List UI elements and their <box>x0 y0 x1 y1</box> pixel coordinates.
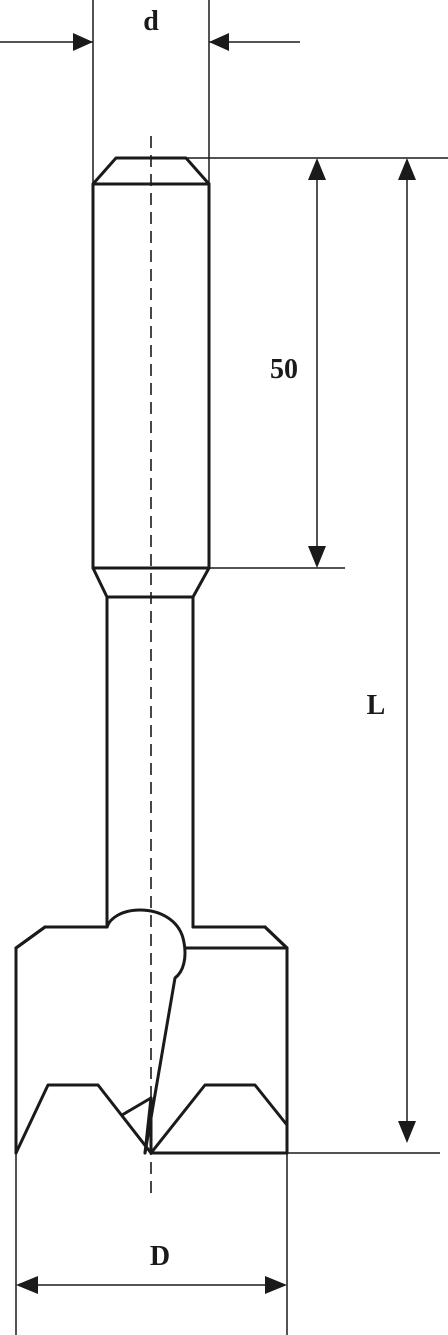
dimension-L: L <box>287 158 440 1154</box>
cutter-head <box>14 908 289 1155</box>
neck <box>105 595 195 929</box>
cutter-shoulder-left <box>14 925 47 950</box>
dimension-50: 50 <box>186 157 448 569</box>
arrow-L-bottom <box>398 1121 416 1143</box>
left-tooth <box>14 1083 153 1155</box>
right-tooth <box>149 1083 289 1155</box>
arrow-L-top <box>398 158 416 180</box>
arrow-D-right <box>265 1276 287 1294</box>
label-50: 50 <box>270 354 298 385</box>
flute-lobe <box>105 908 187 1155</box>
center-spur <box>120 1096 153 1155</box>
dimension-D: D <box>15 1153 288 1335</box>
arrow-50-top <box>308 158 326 180</box>
arrow-d-left <box>73 33 93 51</box>
arrow-D-left <box>16 1276 38 1294</box>
cutter-shoulder-right <box>263 925 289 950</box>
label-D: D <box>150 1241 170 1272</box>
label-L: L <box>367 690 386 721</box>
label-d: d <box>143 6 159 37</box>
arrow-d-right <box>209 33 229 51</box>
dimension-d: d <box>0 0 300 185</box>
arrow-50-bottom <box>308 546 326 568</box>
